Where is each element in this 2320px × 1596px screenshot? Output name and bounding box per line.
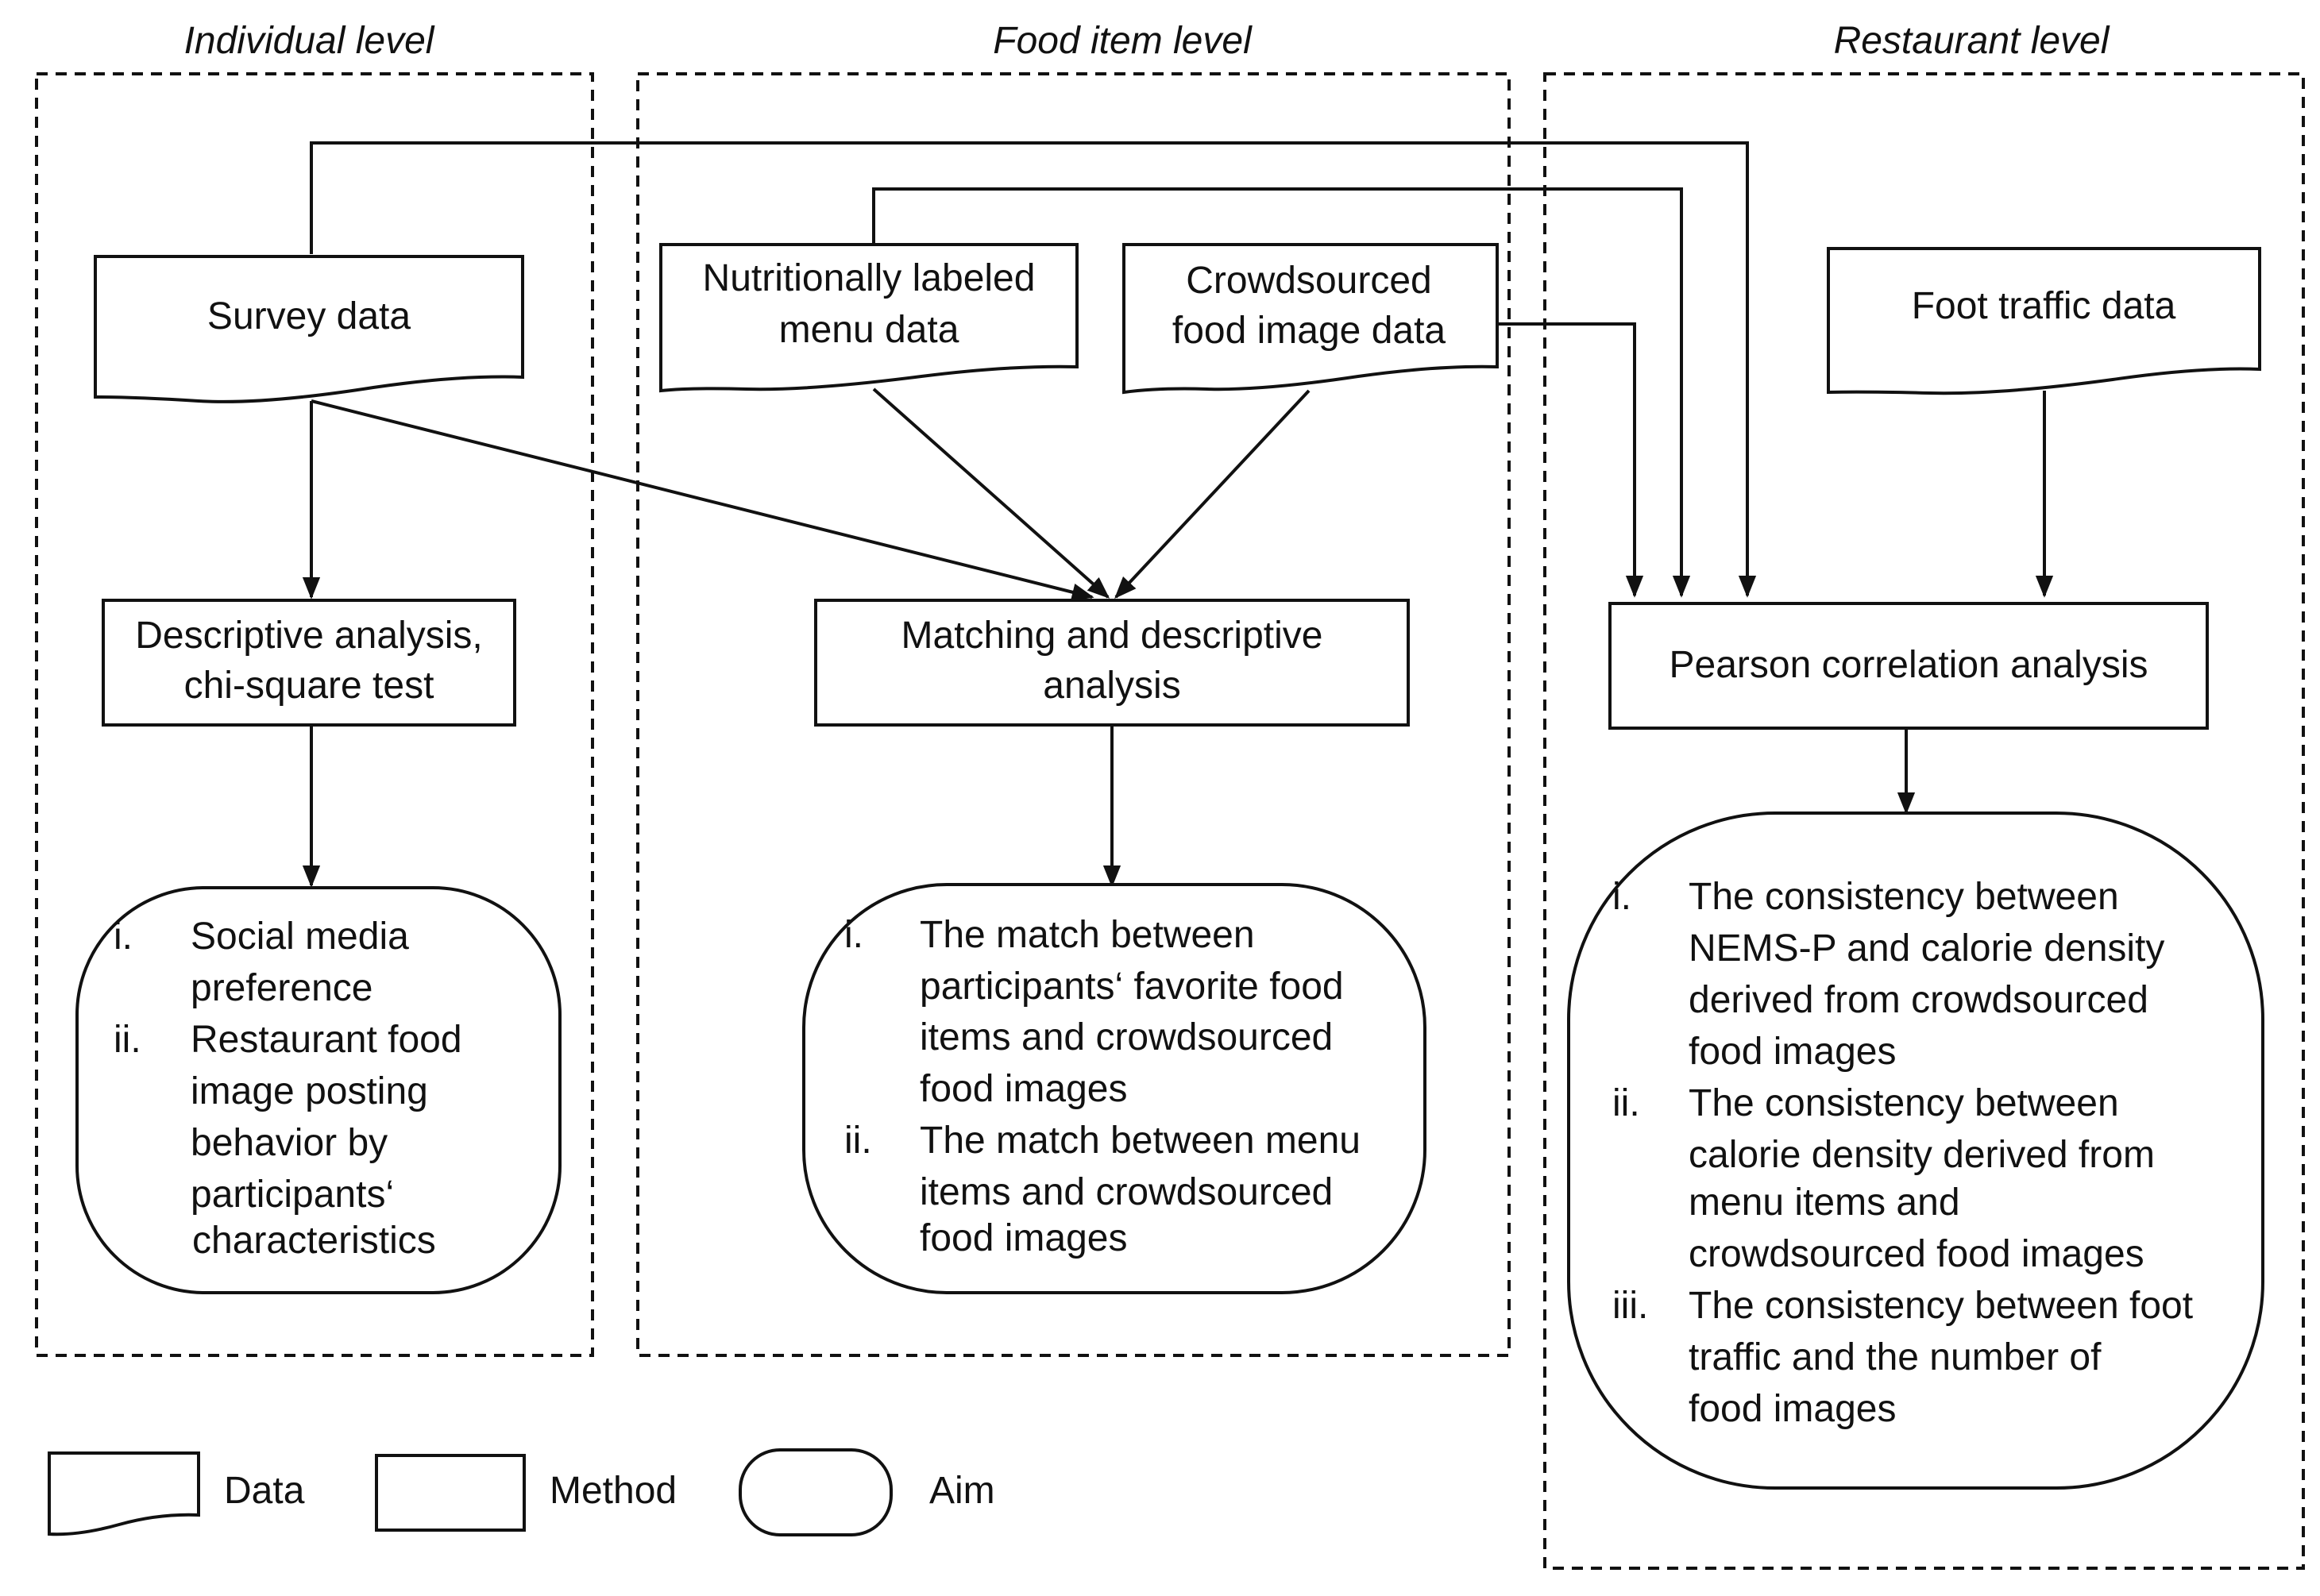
aim-individual-2-line2: image posting (191, 1070, 428, 1112)
edge-crowd-to-pearson (1497, 322, 1644, 598)
aim-food-1-line2: participants‘ favorite food (920, 966, 1344, 1008)
edge-survey-to-matching (311, 399, 1094, 601)
matching-label-line1: Matching and descriptive (901, 615, 1323, 657)
individual-level-title: Individual level (184, 20, 435, 62)
aim-individual-2-line3: behavior by (191, 1122, 388, 1164)
aim-restaurant-3-line2: traffic and the number of (1689, 1336, 2102, 1378)
individual-level-container (35, 72, 594, 1357)
aim-food-num-1: i. (844, 914, 863, 956)
aim-individual-num-1: i. (114, 916, 133, 958)
method-node-matching: Matching and descriptive analysis (814, 599, 1410, 727)
legend-data-label: Data (224, 1470, 305, 1512)
aim-restaurant-num-2: ii. (1612, 1082, 1640, 1124)
survey-data-label: Survey data (207, 295, 411, 337)
restaurant-level-container (1543, 72, 2305, 1570)
crowd-data-label-line2: food image data (1172, 310, 1446, 352)
food-item-level-title: Food item level (993, 20, 1253, 62)
aim-restaurant-1-line1: The consistency between (1689, 876, 2119, 918)
aim-food-2-line2: items and crowdsourced (920, 1171, 1333, 1213)
menu-data-label-line2: menu data (779, 309, 959, 351)
edge-survey-to-pearson (310, 141, 1757, 598)
aim-restaurant-2-line1: The consistency between (1689, 1082, 2119, 1124)
aim-individual-2-line5: characteristics (192, 1220, 436, 1262)
aim-individual-2-line4: participants‘ (191, 1174, 394, 1216)
aim-restaurant-1-line4: food images (1689, 1031, 1897, 1073)
aim-individual-num-2: ii. (114, 1019, 141, 1061)
legend-aim-label: Aim (929, 1470, 995, 1512)
aim-restaurant-num-3: iii. (1612, 1285, 1648, 1327)
pearson-label: Pearson correlation analysis (1670, 644, 2148, 686)
aim-individual-1-line1: Social media (191, 916, 409, 958)
aim-individual-2-line1: Restaurant food (191, 1019, 462, 1061)
descriptive-label-line2: chi-square test (184, 665, 434, 707)
legend-data-symbol (48, 1451, 200, 1536)
aim-food-1-line1: The match between (920, 914, 1255, 956)
descriptive-label-line1: Descriptive analysis, (135, 615, 482, 657)
legend: Data Method Aim (48, 1448, 995, 1536)
edge-menu-to-matching (872, 387, 1110, 599)
connectors (302, 141, 2054, 888)
aim-restaurant-2-line2: calorie density derived from (1689, 1134, 2155, 1176)
aim-food-2-line1: The match between menu (920, 1120, 1361, 1162)
data-node-crowd: Crowdsourced food image data (1122, 243, 1499, 395)
aim-node-food-item: i. The match between participants‘ favor… (802, 883, 1426, 1294)
restaurant-level-title: Restaurant level (1834, 20, 2110, 62)
aim-restaurant-3-line3: food images (1689, 1388, 1897, 1430)
aim-restaurant-2-line3: menu items and (1689, 1182, 1960, 1224)
matching-label-line2: analysis (1043, 665, 1180, 707)
crowd-data-label-line1: Crowdsourced (1186, 260, 1431, 302)
aim-node-individual: i. Social media preference ii. Restauran… (75, 886, 562, 1294)
aim-individual-1-line2: preference (191, 967, 373, 1009)
foot-data-label: Foot traffic data (1912, 285, 2176, 327)
aim-node-restaurant: i. The consistency between NEMS-P and ca… (1567, 811, 2264, 1490)
legend-method-label: Method (550, 1470, 677, 1512)
edge-crowd-to-matching (1114, 389, 1311, 599)
data-node-menu: Nutritionally labeled menu data (659, 243, 1079, 393)
aim-restaurant-2-line4: crowdsourced food images (1689, 1233, 2144, 1275)
aim-restaurant-1-line2: NEMS-P and calorie density (1689, 927, 2164, 970)
legend-method-symbol (375, 1454, 526, 1532)
aim-restaurant-1-line3: derived from crowdsourced (1689, 979, 2148, 1021)
method-node-pearson: Pearson correlation analysis (1608, 602, 2209, 730)
aim-restaurant-3-line1: The consistency between foot (1689, 1285, 2193, 1327)
aim-food-2-line3: food images (920, 1217, 1128, 1259)
data-node-foot: Foot traffic data (1827, 247, 2261, 395)
data-node-survey: Survey data (94, 255, 524, 403)
aim-food-1-line3: items and crowdsourced (920, 1016, 1333, 1058)
aim-food-1-line4: food images (920, 1068, 1128, 1110)
method-node-descriptive: Descriptive analysis, chi-square test (102, 599, 516, 727)
aim-food-num-2: ii. (844, 1120, 872, 1162)
edge-menu-to-pearson (872, 187, 1691, 598)
aim-restaurant-num-1: i. (1612, 876, 1631, 918)
food-item-level-container (636, 72, 1511, 1357)
menu-data-label-line1: Nutritionally labeled (703, 257, 1036, 299)
legend-aim-symbol (739, 1448, 893, 1536)
